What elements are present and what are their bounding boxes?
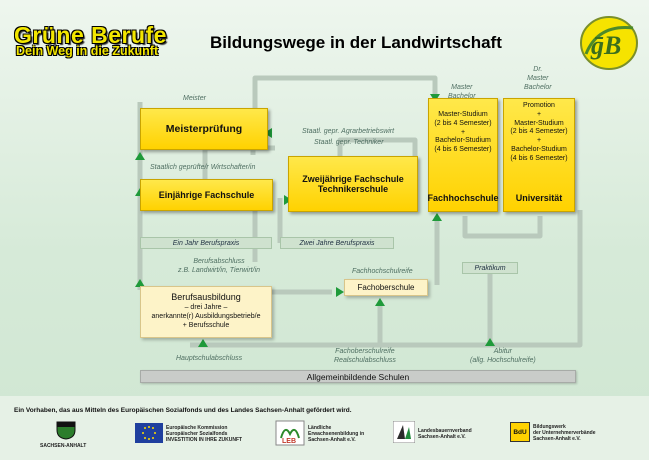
- meisterpruefung-label: Meisterprüfung: [165, 123, 243, 135]
- berufsausbildung-label: Berufsausbildung: [171, 292, 241, 302]
- uni-study-line: +: [536, 137, 542, 144]
- zweijaehrige-fachschule-label: Zweijährige Fachschule: [302, 174, 404, 184]
- uni-study-line: (2 bis 4 Semester): [510, 128, 568, 136]
- bdu-logo-icon: BdU: [510, 422, 530, 442]
- note-meister: Meister: [183, 95, 206, 102]
- note-berufsabschluss: Berufsabschluss z.B. Landwirt/in, Tierwi…: [178, 258, 260, 276]
- note-master-bachelor: Master Bachelor: [448, 84, 476, 102]
- uni-study-line: Bachelor-Studium: [511, 145, 567, 153]
- lbv-line: Sachsen-Anhalt e.V.: [418, 434, 466, 440]
- note-line: Fachoberschulreife: [335, 348, 395, 355]
- bdu-line: Sachsen-Anhalt e.V.: [533, 436, 581, 442]
- lbv-line: Landesbauernverband: [418, 428, 472, 434]
- fh-study-line: +: [460, 128, 466, 136]
- note-line: Berufsabschluss: [193, 258, 245, 265]
- lbv-label: Landesbauernverband Sachsen-Anhalt e.V.: [418, 428, 472, 440]
- eu-line: Europäischer Sozialfonds: [166, 431, 228, 437]
- note-line: Master: [451, 84, 473, 91]
- note-dr-master-bachelor: Dr. Master Bachelor: [524, 66, 552, 92]
- svg-text:LEB: LEB: [282, 438, 296, 445]
- fh-study-line: (4 bis 6 Semester): [434, 146, 492, 153]
- uni-study-line: (4 bis 6 Semester): [510, 154, 568, 162]
- brand-title: Grüne Berufe: [14, 22, 167, 48]
- note-staatl-wirtschafter: Staatlich geprüfte/r Wirtschafter/in: [150, 164, 256, 171]
- eu-flag-icon: [135, 423, 163, 443]
- praktikum-bar: Praktikum: [462, 262, 518, 274]
- praktikum-label: Praktikum: [474, 264, 506, 272]
- gb-logo-icon: ḡB: [580, 16, 638, 70]
- uni-study-line: Master-Studium: [514, 119, 564, 127]
- einjaehrige-fachschule-box: Einjährige Fachschule: [140, 179, 273, 211]
- berufsausbildung-line: anerkannte(r) Ausbildungsbetrieb/e: [151, 312, 261, 320]
- sachsen-anhalt-label: SACHSEN-ANHALT: [40, 443, 87, 449]
- fh-studies: Master-Studium (2 bis 4 Semester) + Bach…: [434, 111, 491, 155]
- leb-logo-icon: LEB: [275, 420, 305, 446]
- note-agrarbetriebswirt: Staatl. gepr. Agrarbetriebswirt: [302, 128, 395, 135]
- berufsausbildung-box: Berufsausbildung – drei Jahre – anerkann…: [140, 286, 272, 338]
- note-fachoberschulreife: Fachoberschulreife Realschulabschluss: [334, 348, 396, 366]
- allgemeinbildende-label: Allgemeinbildende Schulen: [306, 371, 410, 382]
- eu-label: Europäische Kommission Europäischer Sozi…: [166, 425, 242, 443]
- fachoberschule-label: Fachoberschule: [357, 283, 415, 292]
- note-line: Abitur: [493, 348, 513, 355]
- leb-label: Ländliche Erwachsenenbildung in Sachsen-…: [308, 425, 364, 443]
- note-line: Master: [527, 74, 549, 82]
- universitaet-label: Universität: [515, 193, 563, 203]
- svg-text:ḡB: ḡB: [590, 31, 621, 60]
- note-line: z.B. Landwirt/in, Tierwirt/in: [178, 266, 261, 274]
- zweijaehrige-fachschule-box: Zweijährige Fachschule Technikerschule: [288, 156, 418, 212]
- note-line: Bachelor: [524, 83, 552, 91]
- note-techniker: Staatl. gepr. Techniker: [314, 139, 384, 146]
- note-line: Realschulabschluss: [334, 356, 396, 364]
- note-line: Dr.: [533, 66, 543, 73]
- uni-study-line: +: [536, 110, 542, 118]
- uni-studies: Promotion + Master-Studium (2 bis 4 Seme…: [510, 102, 567, 163]
- einjaehrige-fachschule-label: Einjährige Fachschule: [158, 190, 255, 200]
- eu-line: Europäische Kommission: [166, 425, 228, 431]
- brand-slogan: Dein Weg in die Zukunft: [16, 44, 159, 58]
- ein-jahr-berufspraxis-bar: Ein Jahr Berufspraxis: [140, 237, 272, 249]
- bdu-mark: BdU: [513, 428, 527, 436]
- funding-text: Ein Vorhaben, das aus Mitteln des Europä…: [14, 407, 352, 414]
- fh-study-line: Bachelor-Studium: [435, 137, 491, 145]
- leb-line: Ländliche: [308, 425, 332, 431]
- note-fachhochschulreife: Fachhochschulreife: [352, 268, 413, 275]
- bdu-line: der Unternehmerverbände: [533, 430, 596, 436]
- leb-line: Sachsen-Anhalt e.V.: [308, 437, 356, 443]
- zwei-jahre-berufspraxis-bar: Zwei Jahre Berufspraxis: [280, 237, 394, 249]
- universitaet-box: Promotion + Master-Studium (2 bis 4 Seme…: [503, 98, 575, 212]
- landesbauernverband-logo-icon: [393, 421, 415, 443]
- zwei-jahre-label: Zwei Jahre Berufspraxis: [299, 239, 375, 247]
- note-hauptschulabschluss: Hauptschulabschluss: [176, 355, 243, 362]
- berufsausbildung-line: – drei Jahre –: [184, 304, 228, 311]
- note-abitur: Abitur (allg. Hochschulreife): [470, 348, 536, 366]
- note-line: Bachelor: [448, 92, 476, 100]
- berufsausbildung-details: – drei Jahre – anerkannte(r) Ausbildungs…: [141, 304, 271, 330]
- uni-study-line: Promotion: [523, 102, 555, 109]
- fachhochschule-box: Master-Studium (2 bis 4 Semester) + Bach…: [427, 98, 499, 212]
- note-line: (allg. Hochschulreife): [470, 356, 536, 364]
- allgemeinbildende-schulen-bar: Allgemeinbildende Schulen: [140, 370, 576, 383]
- page-title: Bildungswege in der Landwirtschaft: [210, 33, 502, 52]
- sachsen-anhalt-crest-icon: [56, 421, 76, 440]
- fh-study-line: (2 bis 4 Semester): [434, 119, 492, 127]
- leb-line: Erwachsenenbildung in: [308, 431, 365, 437]
- fh-study-line: Master-Studium: [438, 111, 488, 118]
- bdu-label: Bildungswerk der Unternehmerverbände Sac…: [533, 424, 596, 442]
- bdu-line: Bildungswerk: [533, 424, 566, 430]
- berufsausbildung-line: + Berufsschule: [182, 321, 230, 329]
- fachoberschule-box: Fachoberschule: [344, 279, 428, 296]
- ein-jahr-label: Ein Jahr Berufspraxis: [172, 239, 240, 247]
- fachhochschule-label: Fachhochschule: [427, 193, 499, 203]
- eu-line: INVESTITION IN IHRE ZUKUNFT: [166, 437, 243, 443]
- technikerschule-label: Technikerschule: [317, 184, 389, 194]
- footer: [0, 396, 649, 460]
- meisterpruefung-box: Meisterprüfung: [140, 108, 268, 150]
